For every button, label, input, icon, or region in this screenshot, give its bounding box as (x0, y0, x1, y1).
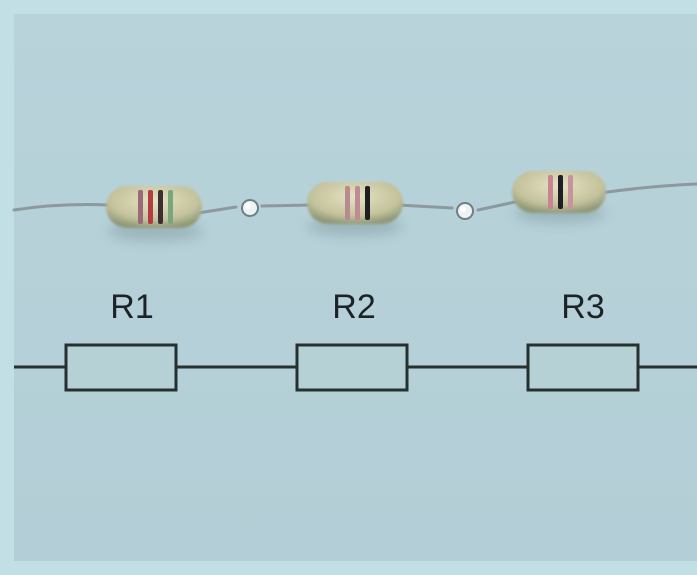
resistor-symbol-r2 (295, 343, 409, 392)
solder-joint-1 (241, 199, 259, 217)
color-band (168, 190, 173, 224)
label-r2: R2 (332, 288, 375, 326)
color-band (568, 175, 573, 209)
resistor-schematic: R1 R2 R3 (14, 288, 697, 392)
photo-resistor-1 (106, 186, 203, 241)
color-band (158, 190, 163, 224)
color-band (355, 186, 360, 220)
solder-joint-2 (456, 202, 474, 220)
color-band (558, 175, 563, 209)
photo-resistor-3 (512, 171, 606, 223)
lead-wire (12, 182, 697, 215)
label-r3: R3 (561, 288, 604, 326)
label-r1: R1 (110, 288, 153, 326)
resistor-symbol-r1 (64, 343, 178, 392)
color-band (548, 175, 553, 209)
color-band (148, 190, 153, 224)
photo-resistor-2 (307, 182, 403, 236)
color-band (345, 186, 350, 220)
resistor-symbol-r3 (526, 343, 640, 392)
color-band (138, 190, 143, 224)
color-band (365, 186, 370, 220)
resistor-photo (12, 171, 697, 241)
